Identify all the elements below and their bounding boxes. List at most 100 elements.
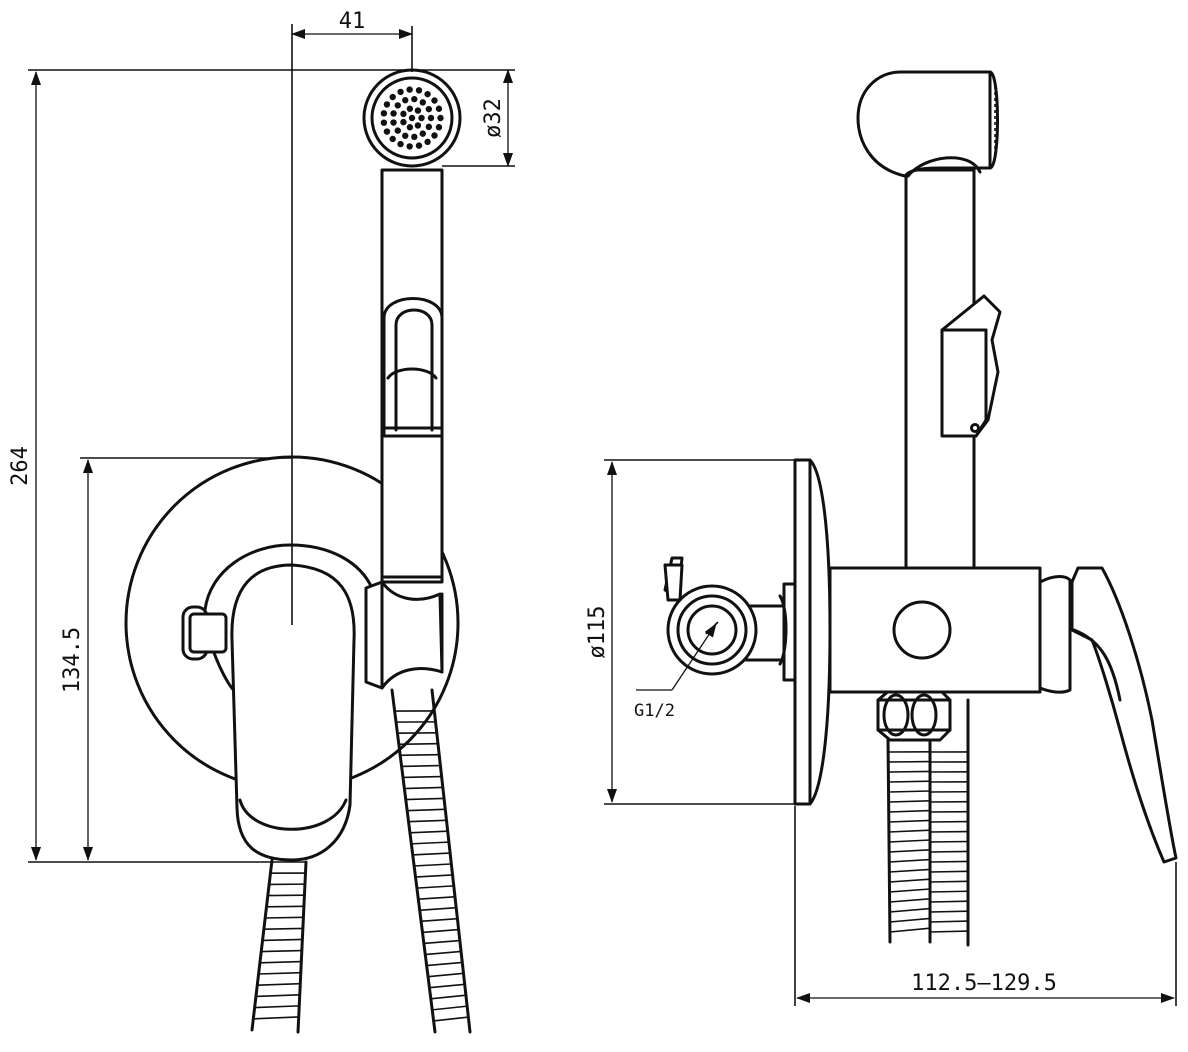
hose-rib	[404, 797, 444, 801]
nozzle-hole	[383, 128, 391, 135]
holder-bracket	[364, 580, 444, 690]
side-view: G1/2 ø115 112.5–129.5	[585, 70, 1178, 1006]
hose-rib	[426, 961, 463, 967]
hose-rib	[888, 790, 931, 793]
nozzle-hole	[406, 86, 413, 93]
dim-264-label: 264	[8, 446, 33, 486]
nozzle-hole	[406, 124, 414, 131]
nozzle-hole	[431, 97, 438, 104]
hose-rib	[258, 971, 301, 975]
front-hose-left	[250, 858, 308, 1034]
dim-head-diameter: ø32	[412, 69, 515, 167]
dim-plate-diameter: ø115	[585, 459, 800, 805]
nozzle-hole	[408, 114, 416, 122]
side-holder	[663, 556, 797, 682]
nozzle-hole	[406, 143, 413, 150]
nozzle-hole	[411, 133, 418, 141]
nozzle-hole	[425, 123, 433, 131]
hose-rib	[261, 949, 302, 953]
nozzle-hole	[415, 87, 423, 94]
side-lever	[1070, 566, 1178, 864]
thread-label: G1/2	[634, 701, 675, 721]
hose-rib	[888, 839, 931, 843]
hose-rib	[257, 982, 301, 986]
hose-rib	[889, 888, 931, 893]
hose-rib	[889, 849, 931, 853]
nozzle-hole	[400, 110, 407, 118]
hose-rib	[254, 1005, 300, 1009]
side-trigger	[940, 294, 1002, 438]
hose-rib	[929, 860, 969, 863]
front-view: 41 ø32 264 134.5	[8, 9, 515, 1034]
hose-rib	[929, 890, 969, 893]
hose-rib	[888, 809, 931, 813]
nozzle-hole	[437, 114, 444, 122]
hose-rib	[888, 819, 931, 823]
dim-plate-diameter-label: ø115	[585, 606, 610, 659]
diverter-knob	[181, 605, 228, 661]
mixer-body-outline	[203, 543, 374, 612]
hose-rib	[929, 850, 969, 853]
nozzle-hole	[424, 138, 431, 146]
lever-handle	[230, 563, 356, 862]
nozzle-hole	[389, 93, 396, 101]
dim-depth: 112.5–129.5	[794, 806, 1177, 1006]
hose-rib	[402, 775, 441, 779]
hose-rib	[424, 950, 462, 956]
outlet-port	[892, 600, 952, 660]
hose-rib	[417, 896, 455, 900]
hose-rib	[403, 786, 443, 790]
hose-rib	[889, 917, 931, 923]
hose-rib	[929, 880, 969, 883]
hose-rib	[888, 780, 931, 783]
nozzle-hole	[435, 124, 443, 131]
hose-rib	[407, 819, 446, 823]
hose-rib	[422, 928, 459, 934]
hose-rib	[888, 800, 931, 803]
trigger-button	[382, 297, 444, 438]
hose-rib	[420, 917, 458, 923]
hose-rib	[889, 868, 931, 873]
hose-rib	[427, 972, 464, 978]
hose-rib	[888, 829, 931, 833]
nozzle-hole	[435, 105, 443, 112]
nozzle-hole	[394, 102, 401, 109]
nozzle-hole	[427, 114, 435, 122]
dim-134-5-label: 134.5	[60, 627, 85, 693]
hose-rib	[399, 753, 439, 757]
thread-callout: G1/2	[634, 623, 717, 721]
hose-rib	[929, 930, 969, 933]
dim-134-5: 134.5	[60, 457, 292, 861]
front-hose-right	[390, 688, 472, 1034]
nozzle-hole	[419, 130, 426, 137]
hose-rib	[889, 907, 931, 913]
hose-rib	[409, 830, 448, 834]
mixer-body	[828, 566, 1042, 694]
dim-264: 264	[8, 69, 412, 863]
dim-head-diameter-label: ø32	[481, 98, 506, 138]
nozzle-hole	[402, 132, 409, 139]
hose-rib	[416, 885, 454, 889]
hose-rib	[929, 840, 969, 843]
hose-rib	[255, 994, 300, 998]
nozzle-hole	[380, 110, 388, 117]
nozzle-hole	[414, 107, 422, 114]
dim-41: 41	[291, 9, 413, 72]
hose-rib	[406, 808, 445, 812]
hose-rib	[430, 994, 467, 1000]
nozzle-hole	[415, 142, 423, 149]
nozzle-hole	[390, 119, 397, 126]
nozzle-hole	[431, 132, 438, 139]
nozzle-hole	[425, 105, 433, 113]
nozzle-hole	[397, 88, 404, 96]
hose-rib	[413, 863, 452, 867]
hose-rib	[929, 920, 969, 923]
hex-nut	[876, 688, 952, 742]
nozzle-hole	[414, 122, 422, 129]
dim-depth-label: 112.5–129.5	[911, 971, 1057, 996]
hose-rib	[888, 770, 931, 773]
hose-rib	[929, 870, 969, 873]
nozzle-hole	[380, 119, 388, 126]
hose-rib	[414, 874, 453, 878]
